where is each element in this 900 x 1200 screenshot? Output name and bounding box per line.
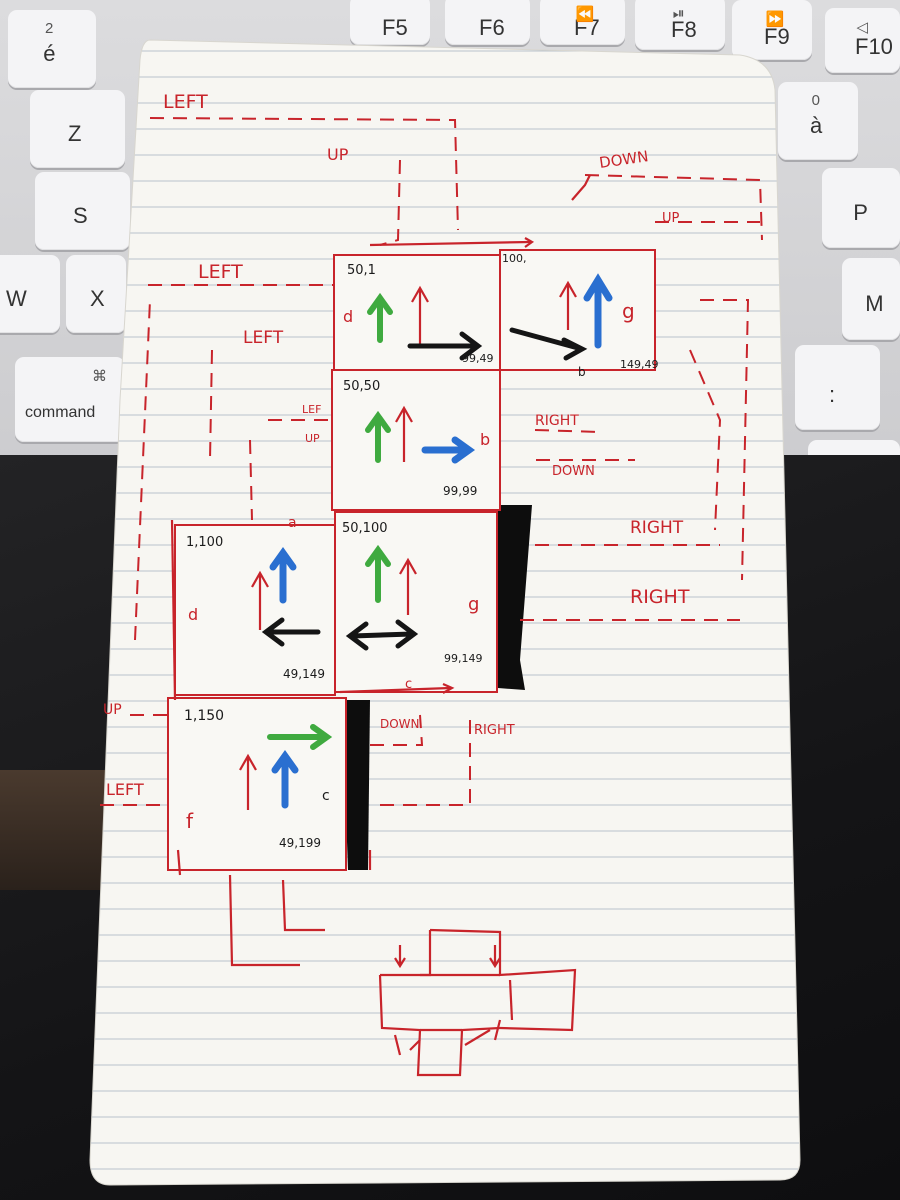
coord-top-br: 99,49 (462, 352, 494, 365)
cut-slit (342, 700, 370, 870)
key-p: P (822, 168, 900, 248)
coord-bottom-br: 49,199 (279, 836, 321, 850)
side-center: g (468, 594, 479, 615)
route-lines (100, 117, 763, 806)
coord-right-br: 149,49 (620, 358, 659, 371)
coord-center-tl: 50,100 (342, 521, 388, 536)
key-colon: : (795, 350, 880, 430)
label-left-top: LEFT (163, 91, 208, 113)
key-f5-label: F5 (382, 15, 408, 40)
key-f8: F8⏯ (635, 0, 725, 50)
key-s-label: S (73, 203, 88, 229)
key-f7-sublabel: ⏪ (575, 6, 595, 23)
label-left-mid: LEFT (198, 261, 243, 283)
coord-top-tl: 50,1 (347, 263, 376, 278)
label-lef-small: LEF (302, 403, 321, 416)
cut-hole (498, 505, 532, 690)
label-left-mid2: LEFT (243, 328, 284, 348)
key-z-label: Z (68, 121, 82, 147)
coord-left-tl: 1,100 (186, 535, 223, 550)
key-2-label: é (43, 41, 56, 67)
right-bottom: c (322, 788, 330, 804)
label-right-1: RIGHT (535, 413, 579, 429)
key-f9-label: F9 (764, 24, 790, 49)
key-p-label: P (853, 200, 868, 225)
key-x-label: X (90, 286, 105, 312)
side-left: d (188, 605, 198, 624)
key-f9: F9⏩ (732, 0, 812, 60)
black-arrows (261, 327, 588, 651)
face-middle (331, 369, 501, 511)
coord-right-tl: 100, (502, 252, 527, 265)
key-colon-label: : (829, 382, 836, 407)
key-f10-sublabel: ◁ (856, 19, 869, 36)
label-up-bottom: UP (103, 702, 122, 718)
coord-left-br: 49,149 (283, 667, 325, 681)
key-f10-label: F10 (855, 34, 893, 59)
label-down-mid: DOWN (552, 464, 595, 479)
key-0-label: à (810, 113, 823, 139)
key-f10: F10◁ (825, 8, 900, 73)
label-up-top: UP (327, 145, 349, 164)
top-middle: a (288, 515, 297, 531)
label-down-bottom: DOWN (380, 717, 420, 731)
key-f6-label: F6 (479, 15, 505, 40)
coord-middle-br: 99,99 (443, 484, 477, 498)
key-f6: F6 (445, 0, 530, 45)
key-command-sublabel: ⌘ (92, 368, 107, 385)
side-top: d (343, 307, 353, 326)
label-right-bottom: RIGHT (474, 723, 515, 738)
key-m-label: M (865, 290, 884, 316)
key-f7-label: F7 (574, 15, 600, 40)
coord-center-br: 99,149 (444, 652, 483, 665)
side-right: g (622, 299, 635, 323)
key-0-sublabel: 0 (811, 92, 820, 109)
key-command-label: command (25, 403, 96, 421)
label-right-2: RIGHT (630, 518, 684, 538)
key-s: S (35, 172, 130, 250)
key-command: command ⌘ (15, 357, 125, 442)
key-m: M (842, 258, 900, 340)
key-f5: F5 (350, 0, 430, 45)
label-up-right: UP (662, 211, 680, 226)
key-f9-sublabel: ⏩ (765, 11, 785, 28)
net-sketch (378, 928, 577, 1077)
key-f8-sublabel: ⏯ (672, 5, 685, 22)
key-w-label: W (6, 286, 27, 312)
coord-middle-tl: 50,50 (343, 379, 380, 394)
key-2-sublabel: 2 (44, 20, 54, 37)
key-f8-label: F8 (671, 17, 697, 42)
label-left-bottom: LEFT (106, 780, 144, 799)
coord-bottom-tl: 1,150 (184, 708, 224, 724)
key-f7: F7⏪ (540, 0, 625, 45)
bottom-right: b (578, 365, 586, 379)
bottom-center: c (405, 677, 412, 692)
face-left (174, 524, 336, 696)
key-x: X (66, 255, 126, 333)
blue-arrows (269, 273, 613, 809)
face-arrows (170, 174, 591, 967)
side-bottom: f (186, 809, 194, 833)
side-middle: b (480, 430, 490, 449)
green-arrows (267, 292, 393, 750)
face-center (334, 511, 498, 693)
key-w: W (0, 255, 60, 333)
label-up-small: UP (305, 432, 320, 445)
label-right-3: RIGHT (630, 586, 690, 608)
key-z: Z (30, 90, 125, 168)
